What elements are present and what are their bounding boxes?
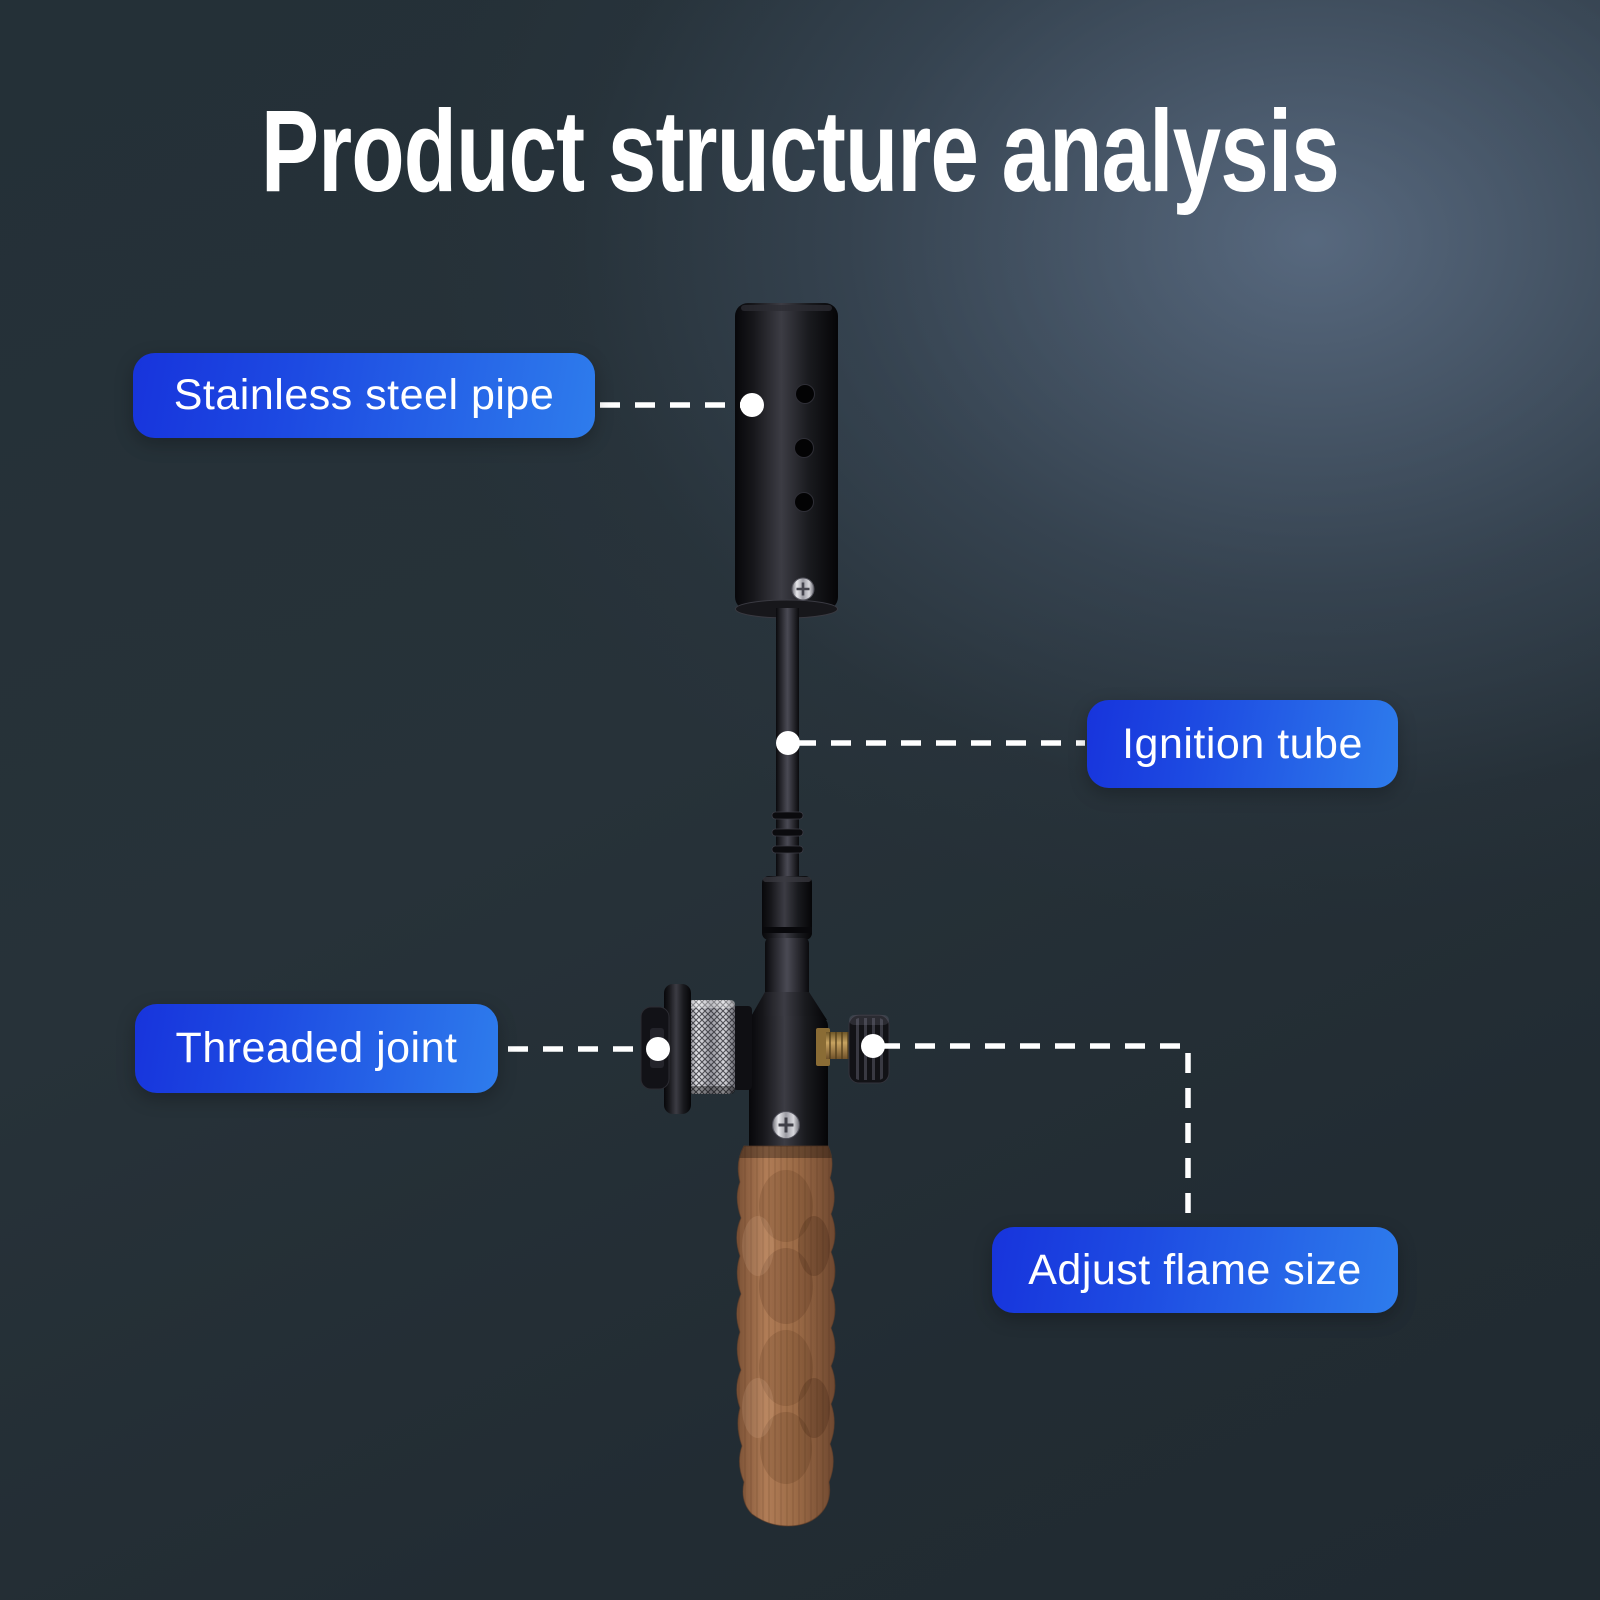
callout-stainless-steel-pipe: Stainless steel pipe xyxy=(133,353,595,438)
callout-ignition-tube: Ignition tube xyxy=(1087,700,1398,788)
tube-coupler xyxy=(762,876,812,940)
callout-threaded-joint: Threaded joint xyxy=(135,1004,498,1093)
burner-head xyxy=(735,303,838,619)
leader-dot-threaded-joint xyxy=(646,1037,670,1061)
leader-line-adjust-flame-size xyxy=(880,1043,1191,1222)
callout-label: Ignition tube xyxy=(1122,719,1363,768)
valve-screw xyxy=(772,1111,800,1139)
valve-body xyxy=(749,992,828,1156)
lower-tube xyxy=(765,938,809,998)
callout-label: Stainless steel pipe xyxy=(173,371,555,419)
ignition-tube xyxy=(762,608,812,998)
page-title: Product structure analysis xyxy=(260,86,1340,216)
leader-dot-stainless-steel-pipe xyxy=(740,393,764,417)
knurled-ring xyxy=(687,1000,735,1094)
vent-holes xyxy=(794,384,815,512)
leader-dot-ignition-tube xyxy=(776,731,800,755)
joint-flange xyxy=(664,984,691,1114)
callout-label: Adjust flame size xyxy=(1028,1245,1362,1294)
callout-label: Threaded joint xyxy=(175,1024,458,1072)
threaded-joint xyxy=(640,984,752,1114)
leader-dot-adjust-flame-size xyxy=(861,1034,885,1058)
tube-ribs xyxy=(771,811,804,854)
wooden-handle xyxy=(736,1145,836,1527)
callout-adjust-flame-size: Adjust flame size xyxy=(992,1227,1398,1313)
burner-screw xyxy=(791,577,815,601)
